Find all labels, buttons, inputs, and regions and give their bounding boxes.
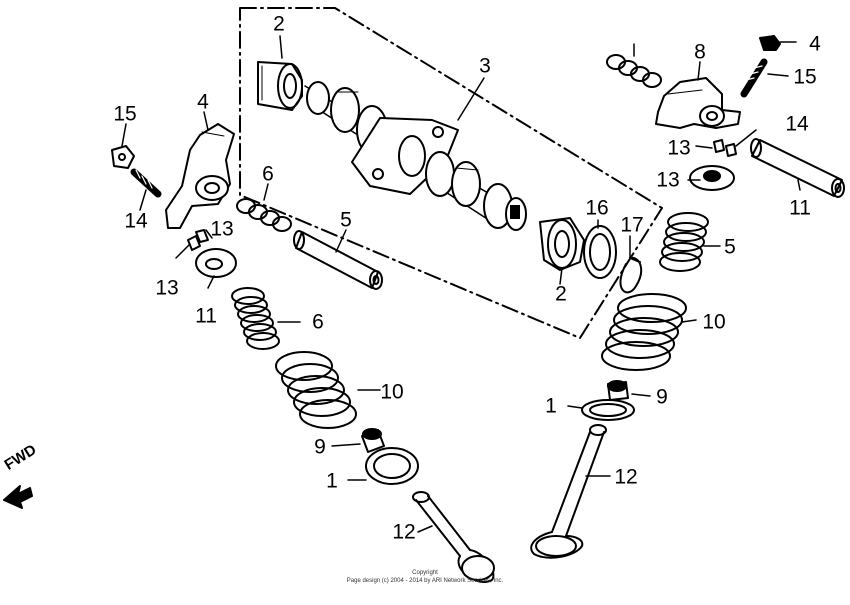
copyright-line-2: Page design (c) 2004 - 2014 by ARI Netwo… [346, 578, 504, 584]
callout-15-left-nut: 15 [113, 102, 137, 126]
adjuster-screw-left [130, 168, 162, 198]
callout-4-right-rocker: 8 [694, 40, 706, 64]
callout-1-right-seal: 9 [656, 385, 668, 409]
stem-seal-right [607, 380, 629, 401]
cotters-left [187, 229, 209, 251]
cotters-right [713, 139, 737, 157]
rocker-shaft-left [293, 230, 383, 290]
adjuster-screw-right [740, 58, 768, 98]
camshaft [304, 81, 527, 231]
callout-6-left-spring: 6 [262, 162, 274, 186]
rocker-shaft-right [750, 138, 845, 198]
callout-5-left-shaft: 5 [340, 208, 352, 232]
rocker-arm-right [655, 77, 741, 129]
callout-2-left-bearing: 2 [273, 12, 285, 36]
copyright-notice: Copyright Page design (c) 2004 - 2014 by… [300, 569, 550, 585]
callout-15-right-nut: 4 [809, 32, 821, 56]
callout-17-circlip: 17 [620, 213, 644, 237]
callout-8-exhaust-valve: 12 [392, 520, 416, 544]
intake-valve [530, 424, 607, 559]
leader-lines [121, 35, 801, 533]
callout-9-right-outer: 10 [702, 310, 726, 334]
callout-4-left-rocker: 4 [197, 90, 209, 114]
spring-retainer-left [195, 248, 237, 278]
fwd-arrow [3, 485, 33, 509]
callout-9-left-outer: 10 [380, 380, 404, 404]
spring-seat-left [365, 447, 419, 485]
callout-13-right-cotter-b: 13 [667, 136, 691, 160]
copyright-line-1: Copyright [412, 570, 438, 576]
spring-left [236, 198, 292, 232]
camshaft-bearing-right [539, 217, 585, 271]
camshaft-bearing-left [257, 61, 303, 111]
adjuster-nut-right [759, 35, 781, 51]
callout-12-right-seat: 1 [545, 394, 557, 418]
callout-13-left-cotter-b: 13 [155, 276, 179, 300]
inner-valve-spring-left [231, 287, 280, 350]
spring-seat-right [581, 399, 635, 421]
callout-10-left-inner: 6 [312, 310, 324, 334]
callout-5-right-shaft: 11 [789, 196, 811, 220]
callout-12-left-seat: 1 [326, 469, 338, 493]
callout-10-right-inner: 5 [724, 235, 736, 259]
spring-retainer-right [689, 165, 735, 191]
camshaft-group-outline [239, 7, 663, 339]
callout-1-left-seal: 9 [314, 435, 326, 459]
circlip [619, 256, 643, 294]
outer-valve-spring-left [275, 351, 357, 429]
callout-13-right-cotter-a: 14 [785, 112, 809, 136]
inner-valve-spring-right [659, 212, 709, 272]
callout-14-right-screw: 15 [793, 65, 817, 89]
callout-7-intake-valve: 12 [614, 465, 638, 489]
adjuster-nut-left [111, 145, 135, 169]
callout-16-shim: 16 [585, 196, 609, 220]
spring-right [606, 54, 662, 88]
rocker-arm-left [165, 123, 235, 229]
callout-13-left-cotter-a: 13 [210, 217, 234, 241]
stem-seal-left [361, 428, 385, 453]
shim [583, 225, 617, 279]
callout-14-left-screw: 14 [124, 209, 148, 233]
callout-11-right-retainer: 13 [656, 168, 680, 192]
outer-valve-spring-right [601, 293, 687, 371]
callout-2-right-bearing: 2 [555, 282, 567, 306]
callout-11-left-retainer: 11 [195, 304, 217, 328]
exhaust-valve [412, 491, 495, 583]
callout-3-camshaft: 3 [479, 54, 491, 78]
